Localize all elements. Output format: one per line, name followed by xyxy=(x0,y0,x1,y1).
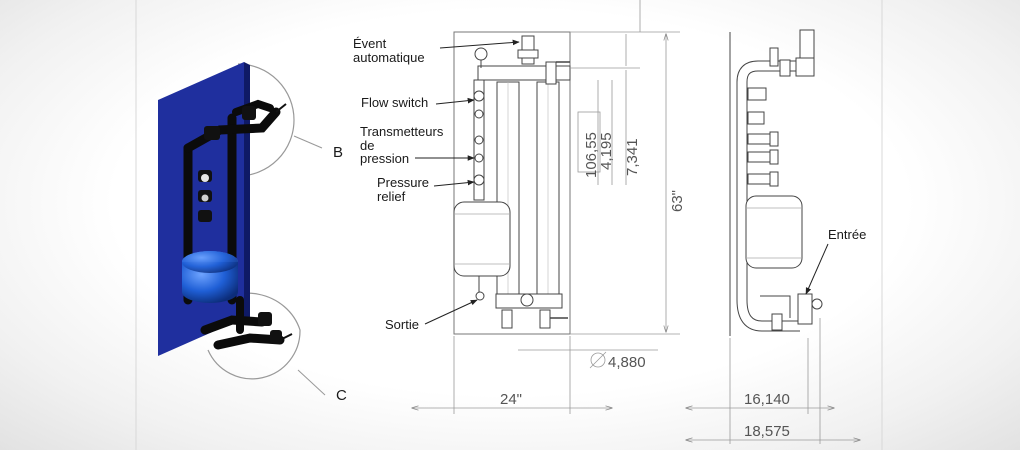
front-dimension-lines xyxy=(412,0,680,414)
side-inlet-valve xyxy=(797,293,813,325)
iso-tank-cap xyxy=(182,251,238,273)
dim-106-55: 106,55 xyxy=(583,132,600,178)
front-backplate xyxy=(453,31,571,335)
side-vent-fitting xyxy=(795,57,815,77)
front-bottom-valve-1 xyxy=(501,309,513,329)
iso-gauge-2 xyxy=(201,194,209,202)
dim-7-341: 7,341 xyxy=(624,138,641,176)
callout-entree: Entrée xyxy=(828,227,866,242)
side-top-valve xyxy=(779,59,791,77)
dim-4-195: 4,195 xyxy=(598,132,615,170)
callout-sortie-leader xyxy=(424,299,478,325)
dim-depth-16140: 16,140 xyxy=(744,391,790,408)
callout-sortie: Sortie xyxy=(385,317,419,332)
front-bottom-gauge xyxy=(520,293,534,307)
expansion-tank-iso xyxy=(182,262,238,303)
callout-transmetteurs-l3: pression xyxy=(360,151,409,166)
detail-c-label: C xyxy=(336,387,347,404)
iso-gauge-1 xyxy=(201,174,209,182)
isometric-view: B C xyxy=(158,62,347,404)
front-bottom-valve-2 xyxy=(539,309,551,329)
side-view: Entrée 16,140 18,575 xyxy=(686,29,866,444)
detail-c-leader xyxy=(297,369,326,396)
side-air-vent xyxy=(799,29,815,61)
callout-event-l2: automatique xyxy=(353,50,425,65)
dim-depth-18575: 18,575 xyxy=(744,423,790,440)
side-riser-inner xyxy=(737,61,800,300)
front-expansion-tank xyxy=(453,201,511,277)
side-expansion-tank xyxy=(745,195,803,269)
front-top-valve xyxy=(545,61,557,85)
callout-relief-leader xyxy=(433,179,475,187)
mounting-panel-edge xyxy=(244,62,250,320)
detail-circle-b xyxy=(237,63,295,177)
front-outlet xyxy=(475,291,485,301)
side-inlet-handle xyxy=(811,298,823,310)
dim-width-24: 24" xyxy=(500,391,522,408)
callout-event-l1: Évent xyxy=(353,36,387,51)
callout-flow-switch: Flow switch xyxy=(361,95,428,110)
side-instruments xyxy=(747,87,779,187)
front-fitting xyxy=(474,109,484,119)
side-gauge-stem xyxy=(769,47,779,67)
front-relief-valve xyxy=(473,174,485,186)
callout-event-leader xyxy=(439,39,520,49)
side-return-line xyxy=(760,295,791,318)
side-bottom-loop-inner xyxy=(737,299,800,331)
iso-outlet-stub xyxy=(279,333,293,341)
iso-vent-stub xyxy=(275,103,287,113)
front-transmitter xyxy=(474,135,484,145)
front-view: Évent automatique Flow switch Transmette… xyxy=(353,0,686,414)
front-air-vent-body xyxy=(517,49,539,59)
callout-pressure-relief-l2: relief xyxy=(377,189,406,204)
side-bottom-fitting xyxy=(771,313,783,331)
front-flow-switch xyxy=(473,90,485,102)
callout-pressure-relief-l1: Pressure xyxy=(377,175,429,190)
dim-diameter: 4,880 xyxy=(608,354,646,371)
detail-b-leader xyxy=(293,135,323,149)
dim-height-63: 63" xyxy=(669,190,686,212)
callout-transmetteurs-l1: Transmetteurs xyxy=(360,124,444,139)
side-dimension-lines xyxy=(686,318,860,444)
callout-entree-leader xyxy=(805,243,829,295)
callout-flow-leader xyxy=(435,97,475,105)
front-transmitter-2 xyxy=(474,153,484,163)
detail-b-label: B xyxy=(333,144,343,161)
front-pressure-gauge xyxy=(474,47,488,61)
callout-transmetteurs-l2: de xyxy=(360,138,374,153)
